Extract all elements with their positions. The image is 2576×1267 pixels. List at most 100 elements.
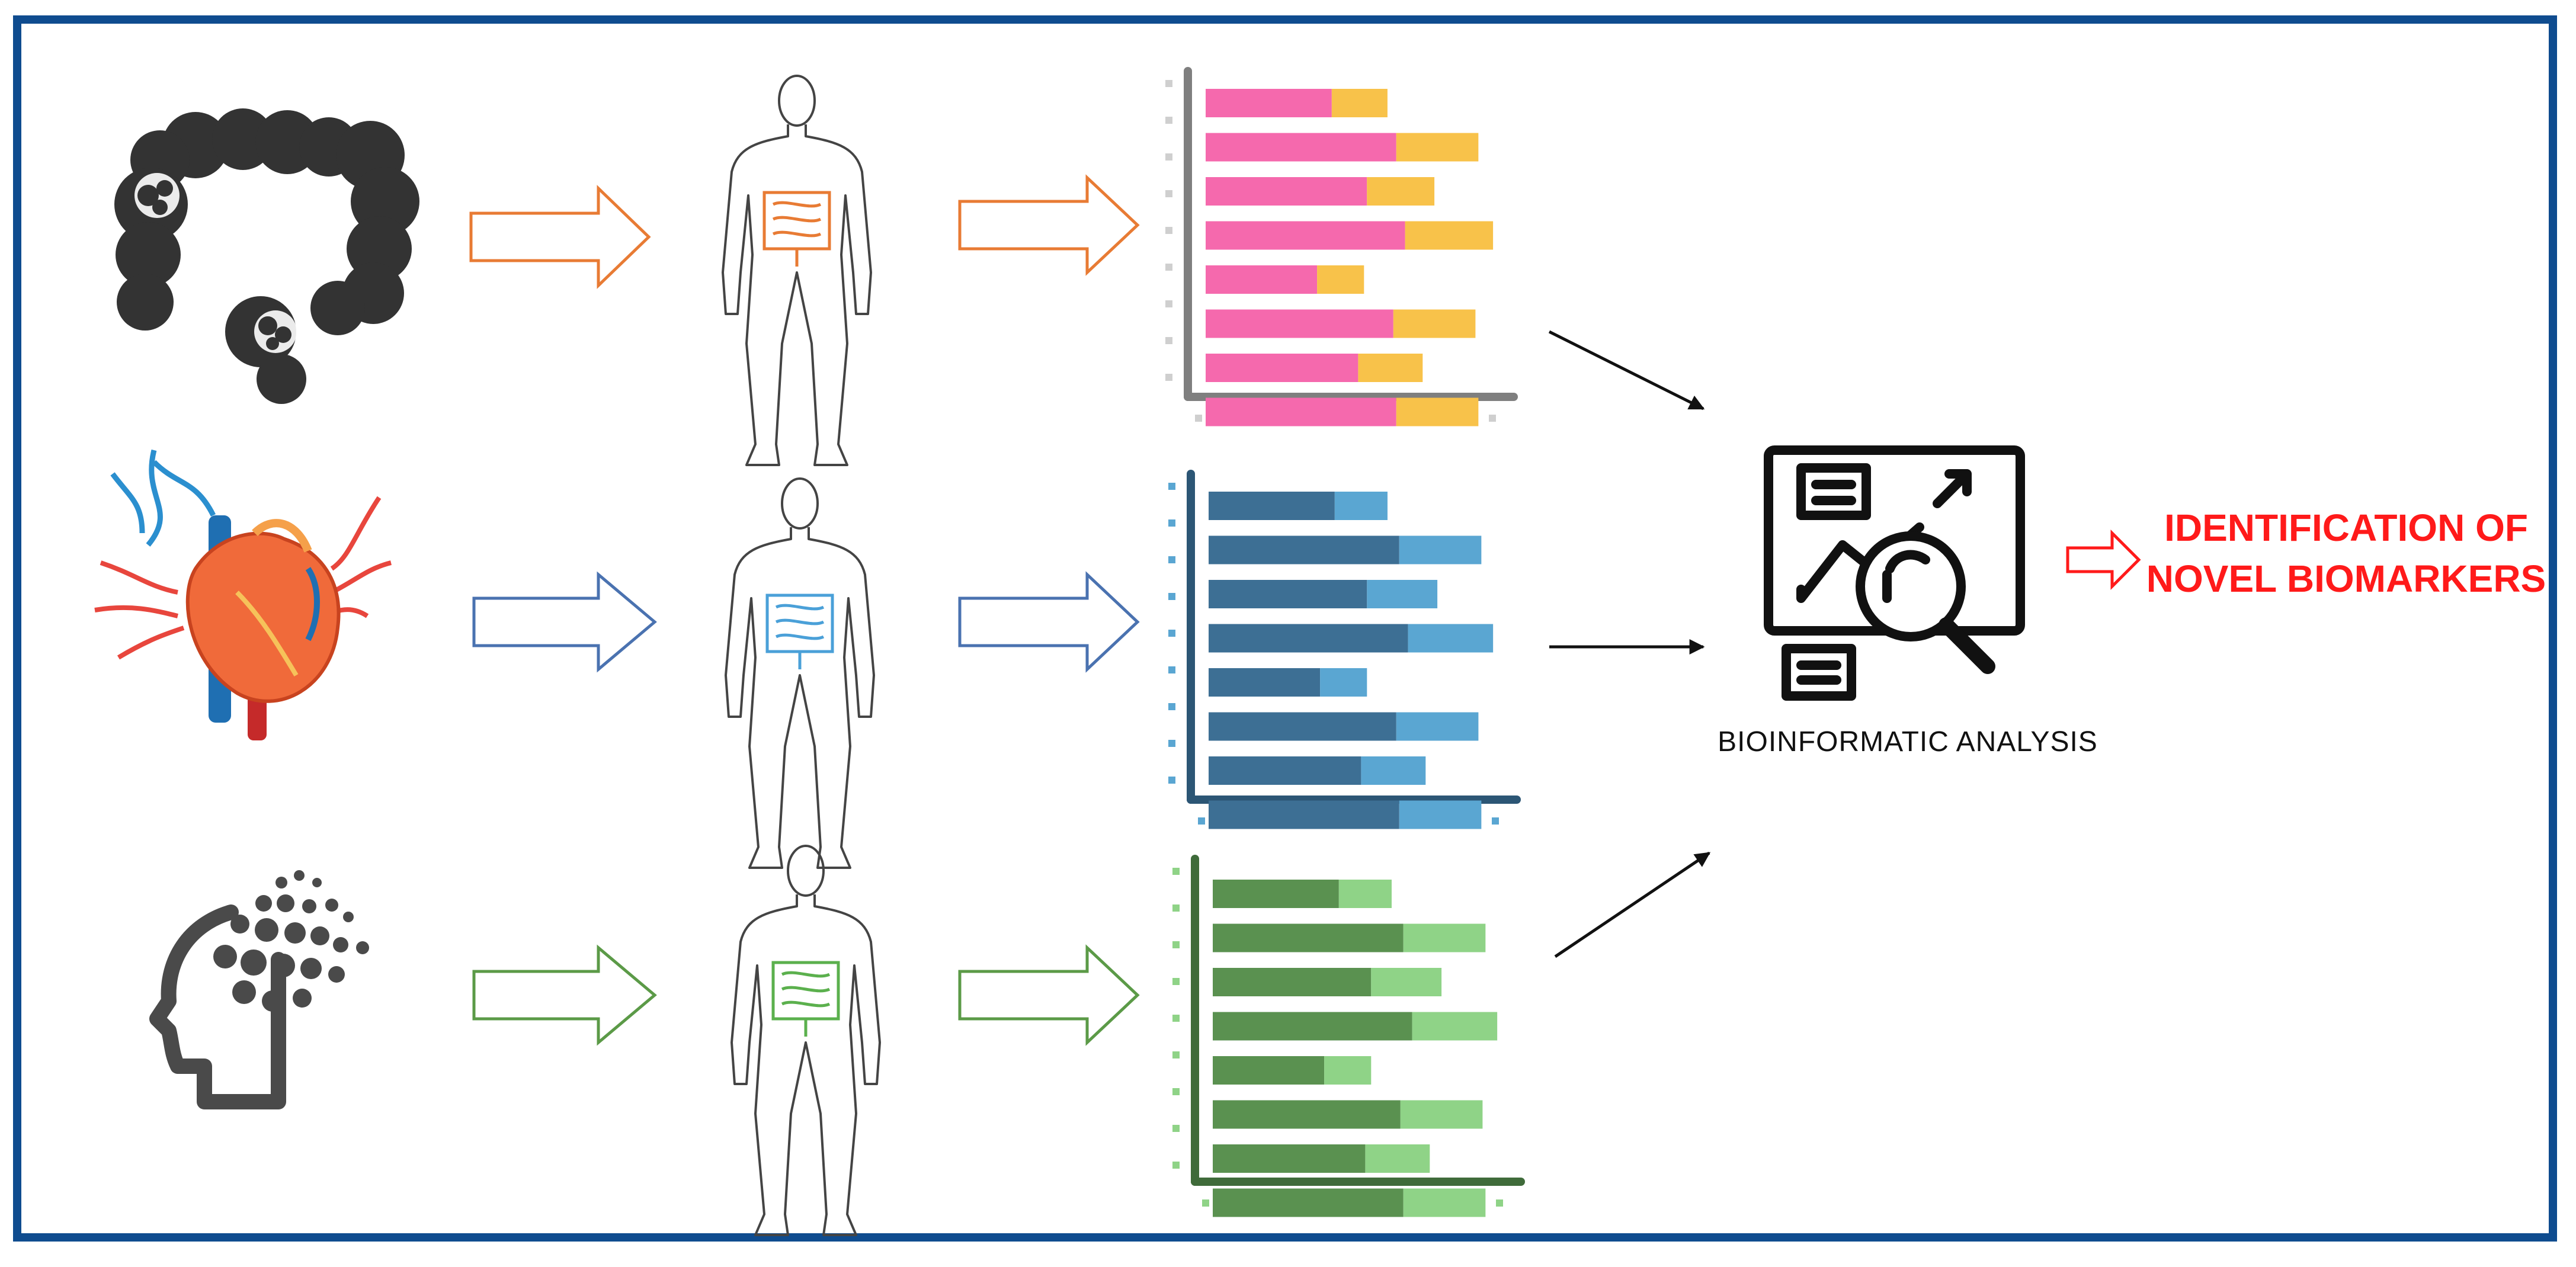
y-tick-mark [1172, 1088, 1180, 1095]
analysis-label: BIOINFORMATIC ANALYSIS [1718, 726, 2098, 758]
bar-segment-colon-series0-2 [1206, 177, 1367, 206]
y-tick-mark [1172, 941, 1180, 948]
bar-segment-brain-series0-6 [1213, 1144, 1366, 1173]
head-brain-icon [149, 870, 369, 1109]
bar-segment-colon-series1-0 [1331, 89, 1388, 117]
bar-segment-brain-series1-3 [1412, 1012, 1498, 1041]
x-tick-mark [1198, 817, 1205, 825]
bar-segment-brain-series1-7 [1403, 1188, 1486, 1217]
y-tick-mark [1168, 593, 1175, 600]
human-body-icon-3 [730, 845, 881, 1236]
arrow-to-outcome [2066, 529, 2141, 591]
bar-segment-heart-series0-0 [1209, 492, 1335, 520]
y-tick-mark [1168, 630, 1175, 637]
bar-segment-colon-series1-4 [1317, 265, 1364, 294]
bar-segment-brain-series0-0 [1213, 880, 1339, 908]
bar-segment-heart-series0-1 [1209, 535, 1399, 564]
bar-segment-brain-series1-2 [1371, 968, 1442, 996]
bar-segment-heart-series1-2 [1367, 580, 1438, 608]
y-tick-mark [1168, 556, 1175, 563]
arrow-colon-to-chart [958, 174, 1140, 276]
bar-segment-heart-series0-4 [1209, 668, 1321, 697]
bar-segment-colon-series0-0 [1206, 89, 1332, 117]
bar-segment-heart-series0-7 [1209, 800, 1399, 829]
y-tick-mark [1172, 1015, 1180, 1022]
y-tick-mark [1165, 300, 1172, 307]
bar-segment-colon-series1-3 [1405, 221, 1494, 250]
arrow-colon-to-body-1 [469, 185, 651, 289]
outcome-line-1: IDENTIFICATION OF [2164, 506, 2528, 549]
arrow-brain-to-body [472, 944, 657, 1046]
y-tick-mark [1165, 374, 1172, 381]
arrow-heart-to-chart [958, 571, 1140, 673]
y-tick-mark [1165, 80, 1172, 87]
intestine-icon-heart [765, 594, 834, 669]
y-tick-mark [1172, 904, 1180, 912]
bar-segment-brain-series0-4 [1213, 1056, 1325, 1085]
y-tick-mark [1165, 227, 1172, 234]
x-tick-mark [1195, 415, 1202, 422]
bar-segment-brain-series0-2 [1213, 968, 1372, 996]
data-analysis-icon [1764, 445, 2025, 701]
outcome-text: IDENTIFICATION OF NOVEL BIOMARKERS [2139, 502, 2553, 604]
y-tick-mark [1168, 519, 1175, 527]
y-tick-mark [1172, 978, 1180, 985]
bar-segment-brain-series1-5 [1400, 1100, 1483, 1129]
bar-segment-brain-series1-4 [1324, 1056, 1372, 1085]
colon-icon [114, 108, 419, 404]
bar-segment-heart-series0-5 [1209, 712, 1396, 741]
bar-segment-colon-series1-1 [1396, 133, 1479, 162]
bar-segment-heart-series1-0 [1334, 492, 1388, 520]
y-tick-mark [1165, 190, 1172, 197]
y-tick-mark [1172, 1125, 1180, 1132]
bar-segment-brain-series0-7 [1213, 1188, 1404, 1217]
bar-segment-heart-series1-1 [1399, 535, 1482, 564]
bar-segment-colon-series0-6 [1206, 354, 1359, 382]
bar-segment-colon-series1-7 [1396, 397, 1479, 426]
bar-segment-heart-series0-3 [1209, 624, 1408, 653]
bar-segment-heart-series1-3 [1408, 624, 1494, 653]
bar-segment-brain-series0-3 [1213, 1012, 1412, 1041]
y-tick-mark [1165, 117, 1172, 124]
y-tick-mark [1168, 483, 1175, 490]
y-tick-mark [1172, 868, 1180, 875]
y-tick-mark [1168, 740, 1175, 747]
bar-segment-colon-series0-7 [1206, 397, 1396, 426]
human-body-icon-2 [725, 477, 875, 869]
x-tick-mark [1202, 1199, 1209, 1207]
human-body-icon-1 [722, 75, 872, 466]
y-tick-mark [1172, 1162, 1180, 1169]
y-tick-mark [1165, 264, 1172, 271]
x-tick-mark [1489, 415, 1496, 422]
bar-segment-brain-series0-5 [1213, 1100, 1401, 1129]
bar-segment-colon-series0-5 [1206, 309, 1393, 338]
bar-segment-heart-series1-5 [1396, 712, 1479, 741]
bar-chart-colon [1165, 67, 1518, 426]
arrow-heart-to-body [472, 571, 657, 673]
bar-segment-colon-series1-6 [1358, 354, 1423, 382]
bar-segment-colon-series0-3 [1206, 221, 1405, 250]
x-tick-mark [1496, 1199, 1503, 1207]
outcome-line-2: NOVEL BIOMARKERS [2146, 557, 2546, 600]
bar-segment-heart-series1-4 [1320, 668, 1367, 697]
y-tick-mark [1168, 703, 1175, 710]
heart-icon [94, 449, 392, 740]
intestine-icon-colon [762, 191, 831, 267]
bar-segment-brain-series1-6 [1365, 1144, 1430, 1173]
intestine-icon-brain [771, 961, 840, 1037]
bar-chart-heart [1168, 470, 1521, 829]
y-tick-mark [1168, 666, 1175, 673]
bar-segment-heart-series0-2 [1209, 580, 1367, 608]
bar-segment-heart-series1-6 [1361, 756, 1426, 785]
arrow-brain-to-chart [958, 944, 1140, 1046]
bar-segment-heart-series0-6 [1209, 756, 1361, 785]
bar-segment-colon-series1-2 [1367, 177, 1435, 206]
y-tick-mark [1172, 1051, 1180, 1058]
connector-arrow-bottom [1554, 851, 1711, 958]
bar-chart-brain [1172, 855, 1525, 1217]
bar-segment-brain-series1-0 [1338, 880, 1392, 908]
bar-segment-brain-series0-1 [1213, 923, 1404, 952]
y-tick-mark [1165, 337, 1172, 344]
bar-segment-colon-series0-4 [1206, 265, 1318, 294]
